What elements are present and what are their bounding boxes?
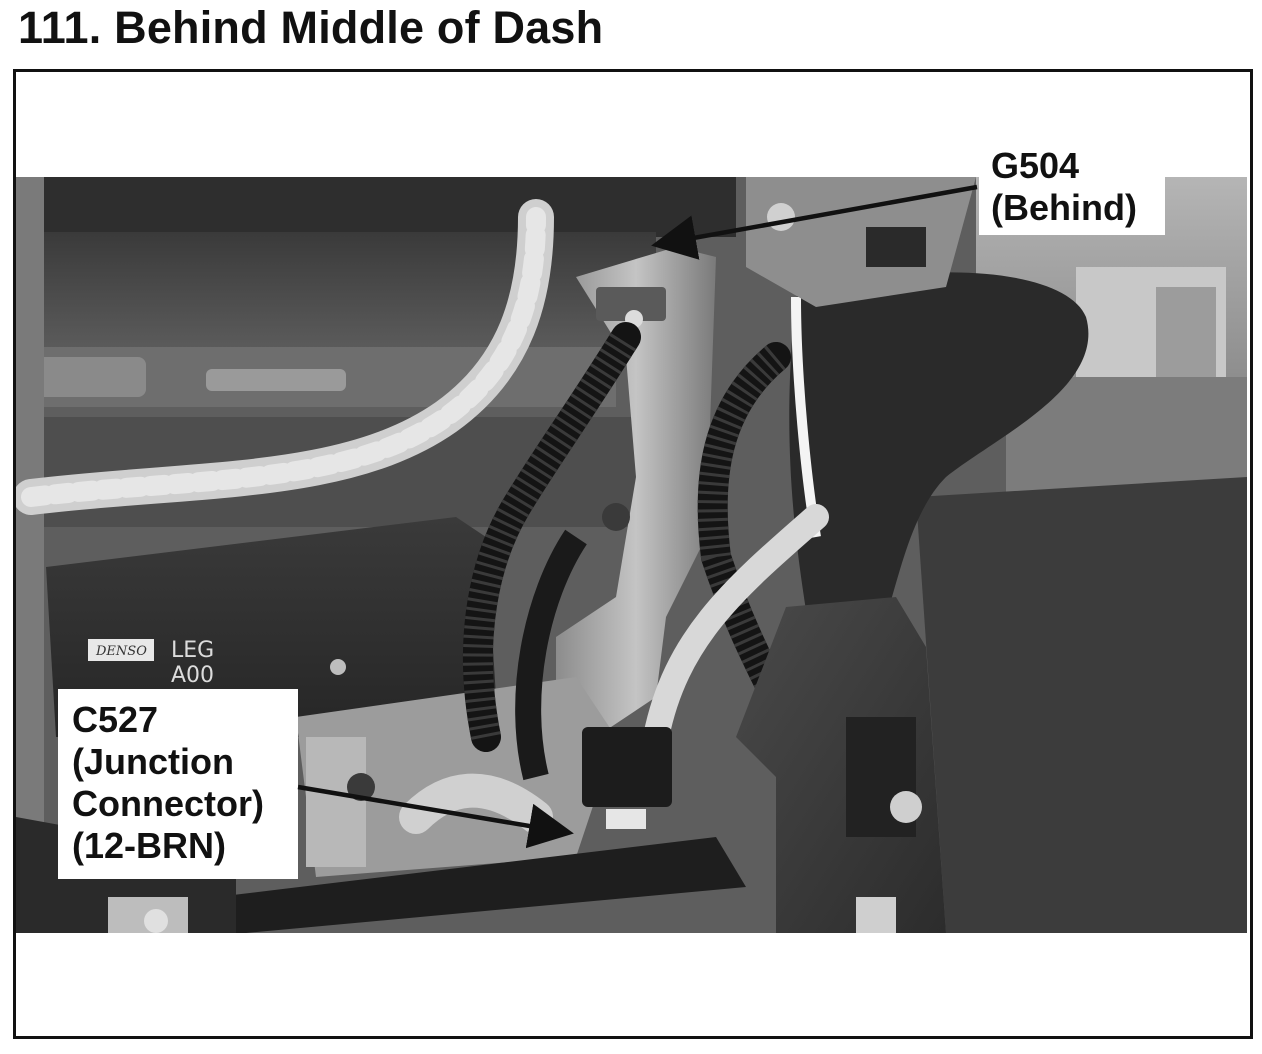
leg-label: LEG [171, 638, 214, 663]
page-title: 111. Behind Middle of Dash [18, 2, 604, 53]
denso-label: DENSO [95, 644, 147, 659]
callout-g504: G504 (Behind) [979, 141, 1165, 235]
a00-label: A00 [171, 663, 214, 688]
callout-c527-line1: C527 [72, 699, 159, 740]
callout-c527-line2: (Junction [72, 741, 234, 782]
callout-c527-line3: Connector) [72, 783, 264, 824]
callout-g504-line1: G504 [991, 145, 1080, 186]
callout-c527: C527 (Junction Connector) (12-BRN) [58, 689, 298, 879]
callout-c527-line4: (12-BRN) [72, 825, 227, 866]
callout-g504-line2: (Behind) [991, 187, 1137, 228]
